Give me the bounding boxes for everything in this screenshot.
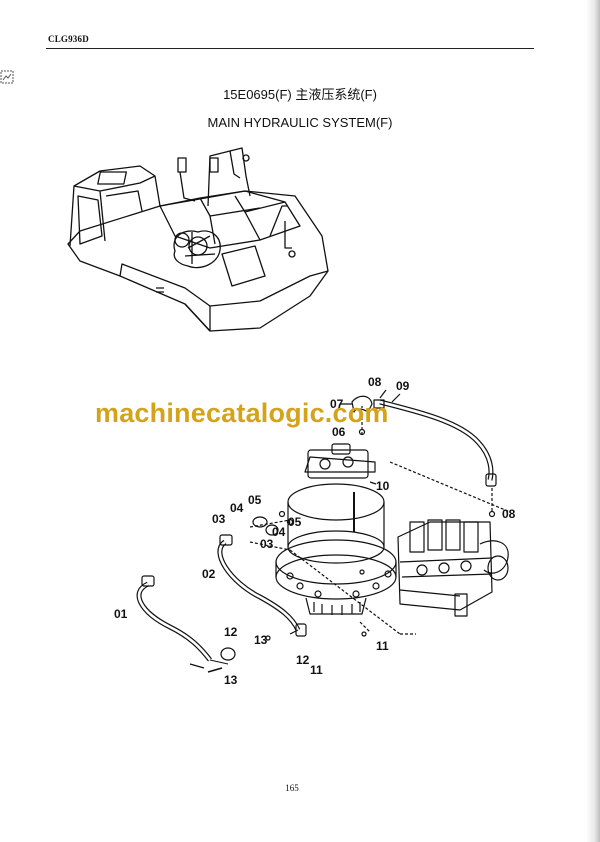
page-edge-shadow: [586, 0, 600, 842]
watermark-text: machinecatalogic.com: [95, 398, 389, 428]
document-code: CLG936D: [48, 34, 89, 44]
excavator-overview-diagram: [67, 147, 329, 332]
callout-13-lower: 13: [224, 673, 238, 687]
callout-05-lower: 05: [288, 515, 302, 529]
callout-04-lower: 04: [272, 525, 286, 539]
callout-10: 10: [376, 479, 390, 493]
callout-03-lower: 03: [260, 537, 274, 551]
callout-08-top: 08: [368, 375, 382, 389]
callout-12: 12: [296, 653, 310, 667]
callout-04-upper: 04: [230, 501, 244, 515]
callout-11-right: 11: [376, 639, 389, 653]
callout-08-right: 08: [502, 507, 516, 521]
hydraulic-parts-diagram: 08 09 07 06 10 08 05 04 03 04 05 03 02 0…: [114, 375, 516, 687]
callout-03-upper: 03: [212, 512, 226, 526]
page-title-english: MAIN HYDRAULIC SYSTEM(F): [207, 115, 393, 130]
image-placeholder-icon: [0, 70, 14, 84]
header-rule: [46, 48, 534, 49]
callout-13-upper: 13: [254, 633, 268, 647]
callout-06: 06: [332, 425, 346, 439]
callout-05-upper: 05: [248, 493, 262, 507]
callout-01: 01: [114, 607, 128, 621]
page-number: 165: [285, 783, 299, 793]
callout-09: 09: [396, 379, 410, 393]
callout-02: 02: [202, 567, 216, 581]
callout-11-lower: 11: [310, 663, 323, 677]
callout-07: 07: [330, 397, 344, 411]
callout-12-hose: 12: [224, 625, 238, 639]
page-title-chinese: 15E0695(F) 主液压系统(F): [223, 87, 377, 102]
